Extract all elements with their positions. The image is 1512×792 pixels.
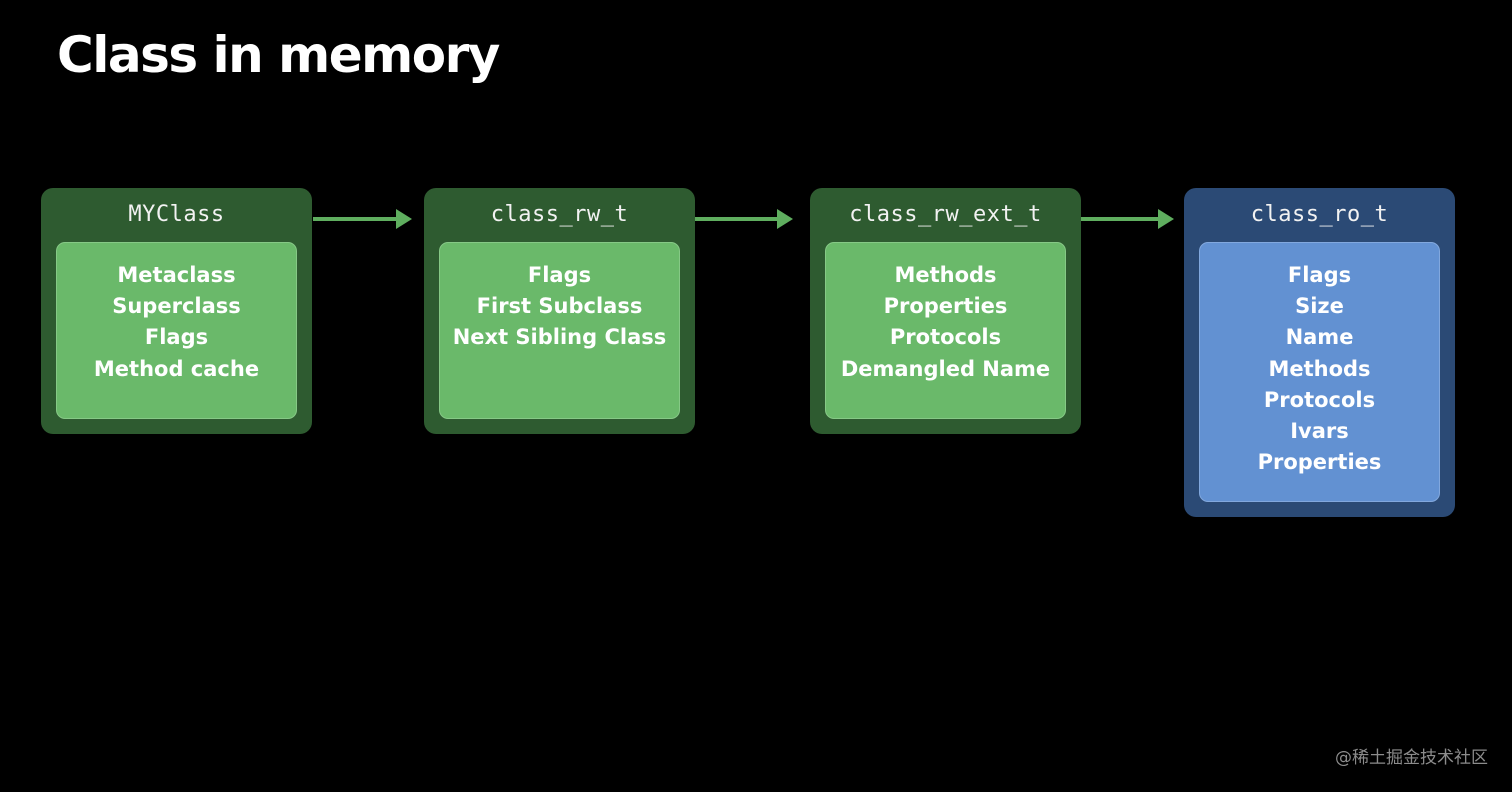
field-method-cache: Method cache: [93, 356, 260, 381]
field-demangled-name: Demangled Name: [840, 356, 1051, 381]
arrow-myclass-to-rw: [313, 209, 412, 229]
field-superclass: Superclass: [112, 294, 241, 319]
field-size: Size: [1295, 294, 1344, 319]
watermark: @稀土掘金技术社区: [1335, 748, 1488, 768]
field-ivars: Ivars: [1290, 419, 1349, 444]
class-ro-t-box: class_ro_t Flags Size Name Methods Proto…: [1184, 188, 1455, 517]
field-protocols: Protocols: [1263, 387, 1376, 412]
myclass-box: MYClass Metaclass Superclass Flags Metho…: [41, 188, 312, 434]
field-metaclass: Metaclass: [117, 263, 236, 287]
field-protocols: Protocols: [889, 325, 1002, 350]
field-flags: Flags: [1287, 263, 1352, 287]
class-rw-ext-t-fields: Methods Properties Protocols Demangled N…: [825, 242, 1066, 419]
page-title: Class in memory: [57, 26, 500, 84]
class-rw-t-fields: Flags First Subclass Next Sibling Class: [439, 242, 680, 419]
myclass-header: MYClass: [128, 202, 225, 227]
field-flags: Flags: [144, 325, 209, 350]
field-name: Name: [1285, 325, 1354, 350]
class-rw-ext-t-header: class_rw_ext_t: [849, 202, 1042, 227]
field-flags: Flags: [527, 263, 592, 287]
myclass-fields: Metaclass Superclass Flags Method cache: [56, 242, 297, 419]
class-ro-t-fields: Flags Size Name Methods Protocols Ivars …: [1199, 242, 1440, 502]
class-ro-t-header: class_ro_t: [1250, 202, 1389, 227]
class-rw-t-header: class_rw_t: [490, 202, 629, 227]
arrow-rw-to-rw-ext: [695, 209, 793, 229]
arrow-rw-ext-to-ro: [1081, 209, 1174, 229]
field-properties: Properties: [1257, 450, 1382, 475]
field-next-sibling-class: Next Sibling Class: [452, 325, 667, 350]
field-properties: Properties: [883, 294, 1008, 319]
class-rw-ext-t-box: class_rw_ext_t Methods Properties Protoc…: [810, 188, 1081, 434]
field-first-subclass: First Subclass: [476, 294, 643, 319]
field-methods: Methods: [894, 263, 997, 287]
field-methods: Methods: [1268, 356, 1371, 381]
class-rw-t-box: class_rw_t Flags First Subclass Next Sib…: [424, 188, 695, 434]
